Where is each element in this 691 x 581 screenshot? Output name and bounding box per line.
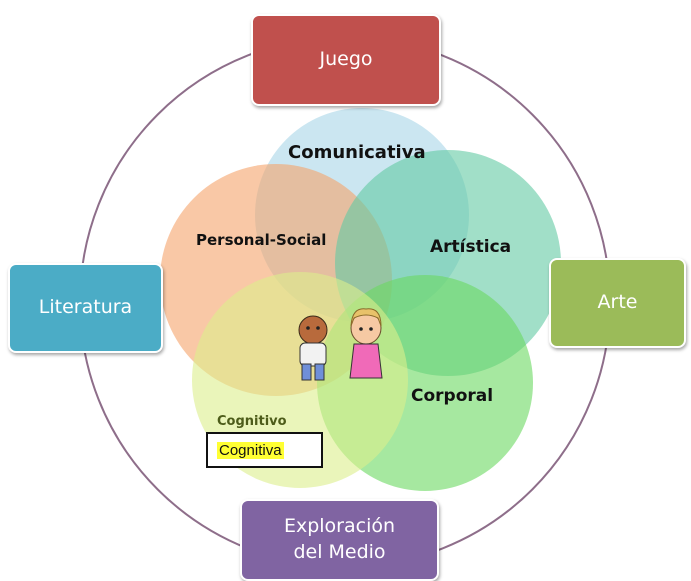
- juego-box: Juego: [251, 14, 441, 106]
- exploracion-line-1: Exploración: [283, 515, 396, 538]
- artistica-label: Artística: [430, 237, 512, 257]
- cognitiva-tag: Cognitiva: [206, 432, 323, 468]
- exploracion-del-medio-box: Exploración del Medio: [240, 499, 439, 581]
- exploracion-line-2: del Medio: [293, 541, 386, 563]
- children-figures-icon: [298, 308, 383, 381]
- cognitiva-tag-text: Cognitiva: [217, 441, 284, 459]
- arte-box: Arte: [549, 258, 686, 348]
- corporal-label: Corporal: [411, 386, 494, 406]
- comunicativa-label: Comunicativa: [288, 142, 426, 163]
- cognitivo-label: Cognitivo: [217, 414, 287, 429]
- literatura-box: Literatura: [8, 263, 163, 353]
- personal-social-label: Personal-Social: [196, 231, 327, 249]
